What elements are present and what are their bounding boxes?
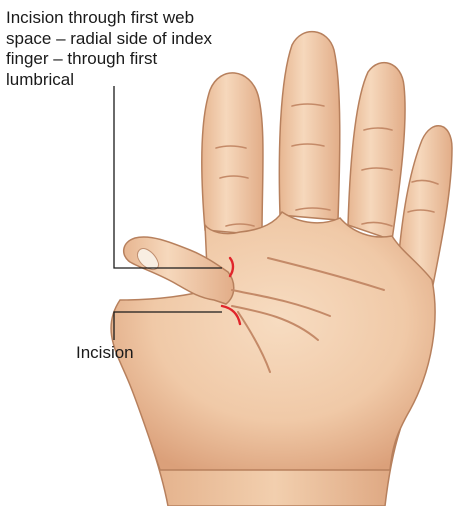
- ring-finger: [348, 63, 405, 240]
- web-space-incision-label: Incision through first web space – radia…: [6, 8, 212, 90]
- label-line: space – radial side of index: [6, 29, 212, 50]
- middle-finger: [279, 32, 339, 220]
- label-line: Incision through first web: [6, 8, 212, 29]
- index-finger: [202, 73, 263, 235]
- thenar-incision-label: Incision: [76, 343, 134, 364]
- label-line: lumbrical: [6, 70, 212, 91]
- label-line: finger – through first: [6, 49, 212, 70]
